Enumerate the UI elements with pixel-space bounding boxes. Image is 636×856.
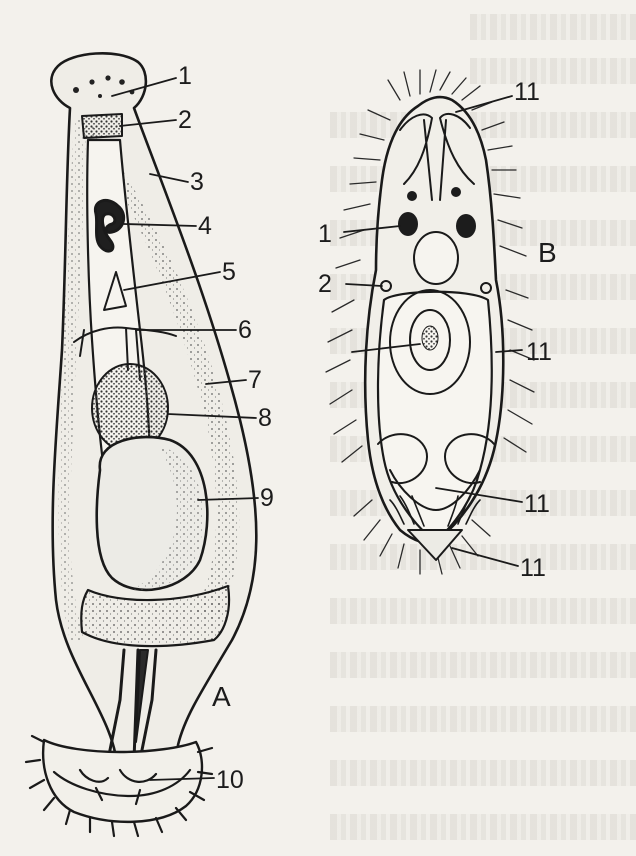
label-a-4: 4 (198, 212, 212, 240)
label-a-10: 10 (216, 766, 244, 794)
label-b-11-top: 11 (514, 78, 540, 106)
label-a-1: 1 (178, 62, 192, 90)
figure-a (26, 53, 258, 836)
label-a-2: 2 (178, 106, 192, 134)
figure-b (326, 70, 534, 574)
figure-letter-b: B (538, 237, 557, 268)
label-b-11-bottom: 11 (520, 554, 546, 582)
label-a-5: 5 (222, 258, 236, 286)
label-a-7: 7 (248, 366, 262, 394)
label-a-9: 9 (260, 484, 274, 512)
label-b-1: 1 (318, 220, 332, 248)
label-b-11-middle: 11 (524, 490, 550, 518)
center-oval (414, 232, 458, 284)
label-a-6: 6 (238, 316, 252, 344)
label-b-11-right: 11 (526, 338, 552, 366)
nucleus (422, 326, 438, 350)
brain (82, 114, 122, 138)
label-b-2: 2 (318, 270, 332, 298)
figure-letter-a: A (212, 681, 231, 712)
label-a-8: 8 (258, 404, 272, 432)
label-a-3: 3 (190, 168, 204, 196)
